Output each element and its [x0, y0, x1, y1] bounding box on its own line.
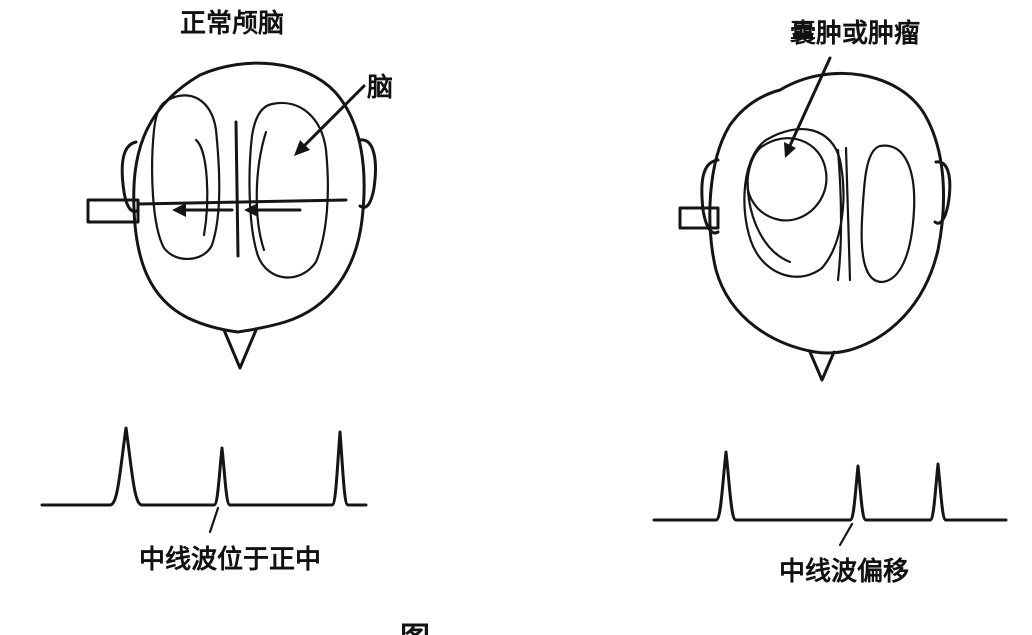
- figure-caption: 图: [400, 621, 430, 635]
- left-panel: 正常颅脑: [40, 9, 393, 575]
- shifted-echo-trace: [652, 450, 1008, 547]
- right-title: 囊肿或肿瘤: [789, 18, 920, 49]
- normal-head-drawing: [86, 61, 377, 370]
- normal-echo-trace: [40, 426, 368, 534]
- tumor-head-drawing: [678, 56, 952, 382]
- left-title: 正常颅脑: [180, 9, 284, 39]
- right-caption: 中线波偏移: [779, 556, 909, 587]
- left-caption: 中线波位于正中: [139, 544, 321, 575]
- right-panel: 囊肿或肿瘤: [652, 18, 1008, 587]
- brain-label: 脑: [367, 73, 393, 103]
